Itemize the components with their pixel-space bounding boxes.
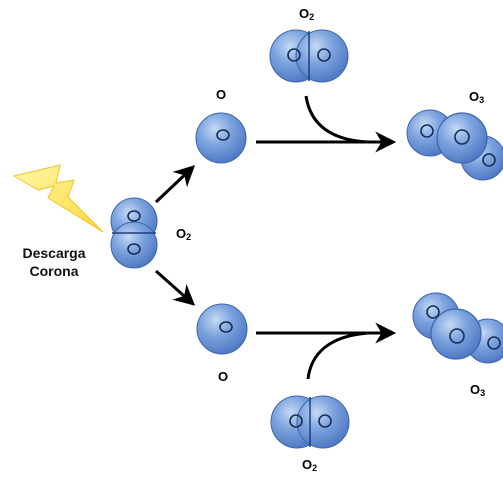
label-o-upper: O [216,87,226,102]
label-o3-lower-base: O [470,382,481,397]
label-o3-lower-sub: 3 [480,388,486,398]
label-o2-source: O2 [176,226,192,242]
source-label: Descarga Corona [6,244,102,280]
label-o2-bottom-sub: 2 [312,463,318,473]
label-o-upper-text: O [216,87,227,102]
label-o2-bottom-base: O [302,457,313,472]
label-o2-bottom: O2 [302,457,318,473]
reaction-arrow-lower [256,322,397,380]
o2-molecule-source [110,197,158,269]
source-label-line2: Corona [29,263,79,279]
o2-molecule-upper [269,29,349,83]
label-o-lower: O [218,369,228,384]
label-o3-lower: O3 [470,382,486,398]
o-atom-upper [195,112,247,164]
label-o2-source-base: O [176,226,187,241]
lightning-icon [12,164,104,233]
split-arrow-lower [155,269,196,306]
label-o-lower-text: O [218,369,229,384]
reaction-arrow-upper [256,95,397,153]
label-o2-top-sub: 2 [309,12,315,22]
label-o2-top-base: O [299,6,310,21]
label-o3-upper-base: O [469,89,480,104]
label-o2-top: O2 [299,6,315,22]
o3-molecule-upper [406,109,503,181]
split-arrow-upper [154,165,196,204]
o-atom-lower [196,303,248,355]
source-label-line1: Descarga [22,245,86,261]
label-o3-upper-sub: 3 [479,95,485,105]
o3-molecule-lower [412,292,503,364]
o2-molecule-lower [270,395,350,449]
label-o2-source-sub: 2 [186,232,192,242]
label-o3-upper: O3 [469,89,485,105]
